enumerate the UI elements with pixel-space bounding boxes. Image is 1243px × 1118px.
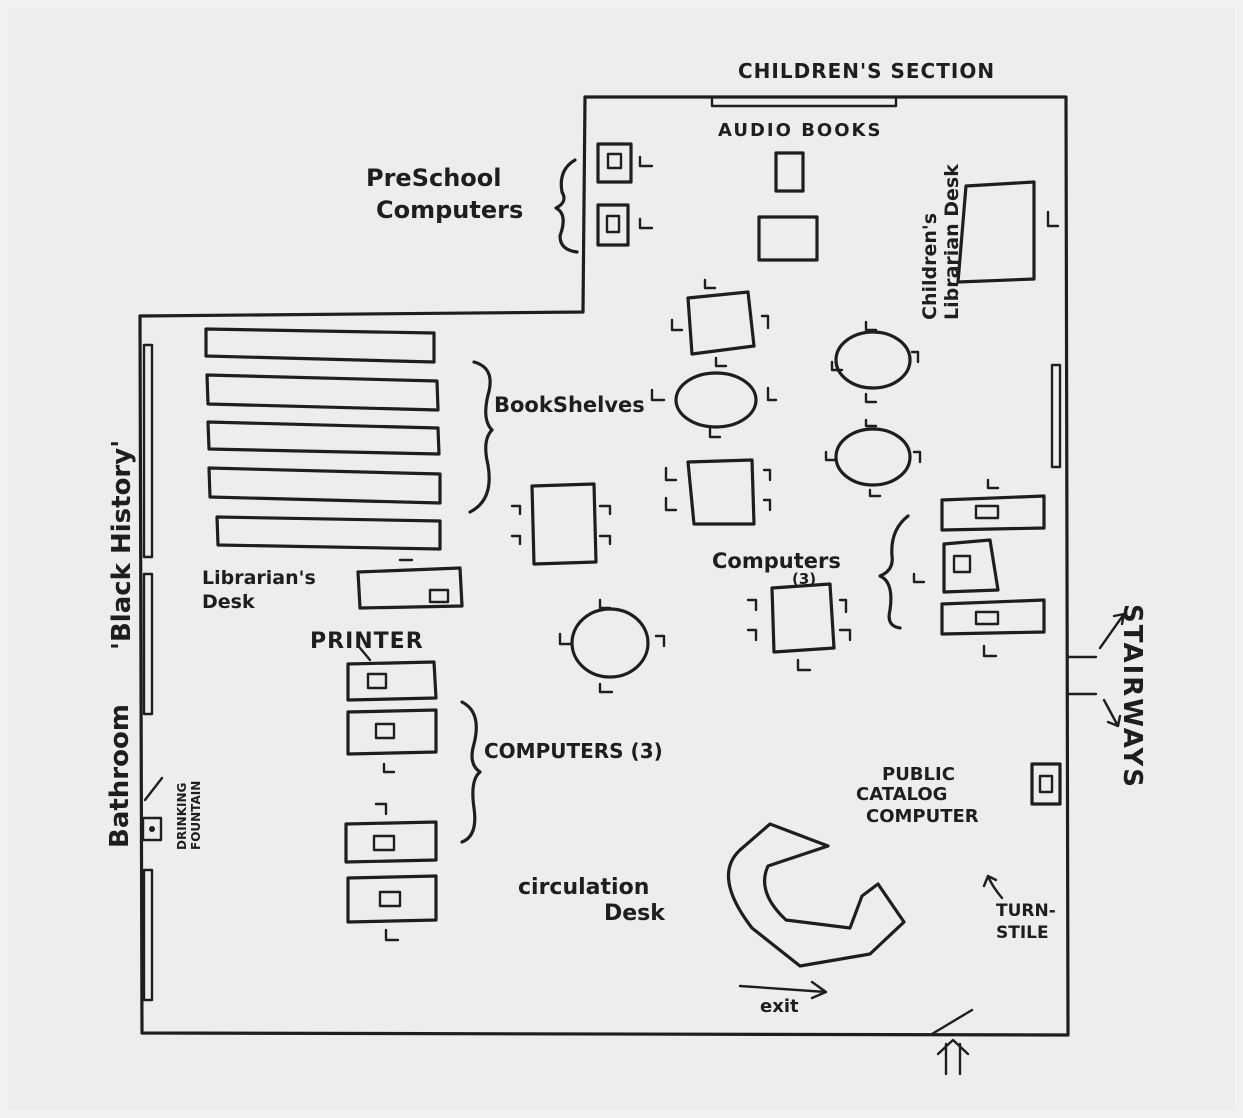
preschool-computers: [596, 142, 654, 247]
paper-background: [8, 8, 1235, 1110]
circulation-label-1: circulation: [518, 875, 649, 900]
audio-books-shelf: [710, 96, 898, 108]
left-wall-shelves: [142, 343, 154, 1002]
preschool-brace: [554, 158, 579, 254]
circulation-label-2: Desk: [604, 901, 666, 926]
square-table-3: [510, 482, 612, 566]
public-catalog-computer: [1030, 762, 1062, 806]
librarians-desk: [356, 558, 464, 610]
turnstile-label-1: TURN-: [996, 901, 1056, 921]
right-wall-shelf: [1050, 363, 1062, 469]
bathroom-label: Bathroom: [105, 704, 135, 848]
black-history-label-group: 'Black History': [107, 440, 137, 650]
audio-books-rack: [774, 151, 805, 193]
square-table-4: [746, 582, 852, 672]
computers-center-label-2: (3): [792, 570, 816, 588]
turnstile-label-2: STILE: [996, 923, 1049, 943]
public-catalog-label-1: PUBLIC: [882, 764, 955, 785]
round-table-2: [830, 320, 920, 404]
stairways-label: STAIRWAYS: [1117, 604, 1147, 789]
right-computers: [912, 478, 1046, 658]
childrens-librarian-desk: [956, 180, 1060, 284]
computers-center-label-1: Computers: [712, 549, 841, 573]
drinking-fountain: [141, 816, 163, 842]
turnstile-arrow: [982, 874, 1004, 900]
printer-label: PRINTER: [310, 629, 424, 654]
audio-books-label: AUDIO BOOKS: [718, 120, 882, 141]
black-history-label: 'Black History': [107, 440, 137, 650]
preschool-label-2: Computers: [376, 196, 523, 224]
preschool-label-1: PreSchool: [366, 164, 502, 192]
public-catalog-label-3: COMPUTER: [866, 806, 979, 827]
computers-left-label: COMPUTERS (3): [484, 739, 663, 763]
outer-walls: [138, 95, 1070, 1037]
drinking-fountain-label: DRINKING FOUNTAIN: [175, 781, 203, 850]
stairway-markers: [1066, 612, 1126, 728]
square-table-1: [670, 278, 770, 368]
left-computers-brace: [460, 700, 482, 844]
printer: [346, 660, 438, 702]
librarians-desk-label-1: Librarian's: [202, 567, 316, 589]
round-table-1: [650, 371, 778, 439]
bookshelves-label: BookShelves: [494, 393, 645, 417]
printer-pointer: [358, 646, 372, 662]
public-catalog-label-2: CATALOG: [856, 784, 947, 805]
childrens-section-label: CHILDREN'S SECTION: [738, 59, 995, 83]
librarians-desk-label-2: Desk: [202, 591, 255, 613]
left-computers: [344, 708, 438, 942]
drinking-label-1: DRINKING: [175, 783, 189, 850]
stairways-label-group: STAIRWAYS: [1117, 604, 1147, 789]
drinking-label-2: FOUNTAIN: [189, 781, 203, 850]
exit-label: exit: [760, 996, 799, 1017]
exit-arrow: [738, 980, 828, 1000]
right-computers-brace: [878, 514, 910, 630]
audio-books-table: [757, 215, 819, 262]
bathroom-label-group: Bathroom: [105, 704, 135, 848]
bathroom-door: [143, 776, 164, 802]
childrens-desk-label-1: Children's: [919, 213, 941, 320]
entrance-door: [930, 1008, 974, 1076]
childrens-desk-label: Children's Librarian Desk: [919, 164, 963, 320]
square-table-2: [664, 458, 772, 526]
round-table-3: [824, 418, 922, 498]
bookshelves-brace: [468, 360, 494, 514]
childrens-desk-label-2: Librarian Desk: [941, 164, 963, 320]
circulation-desk: [726, 822, 906, 968]
bookshelves: [204, 327, 442, 551]
round-table-4: [558, 598, 666, 694]
